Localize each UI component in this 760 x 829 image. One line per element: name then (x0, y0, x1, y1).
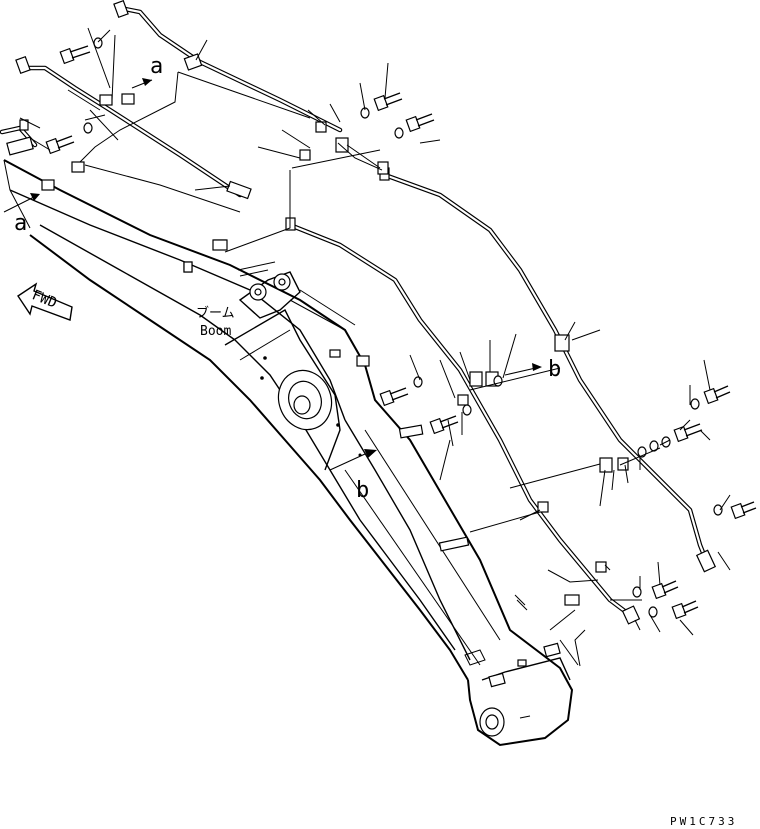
bolt-7 (703, 385, 731, 405)
bolt-4 (405, 113, 435, 133)
boom-label: ブーム Boom (196, 305, 235, 339)
fwd-label: FWD (30, 287, 59, 311)
bolt-2 (45, 135, 75, 155)
view-label-b-right: b (548, 357, 561, 382)
bolt-3 (373, 92, 403, 112)
boom-label-japanese: ブーム (196, 305, 235, 321)
bolt-1 (59, 45, 91, 65)
bolt-9 (730, 501, 757, 520)
view-arrows: a a b b (3, 54, 561, 503)
boom-label-english: Boom (200, 324, 231, 339)
bolt-6 (429, 415, 459, 435)
bolt-8 (673, 423, 703, 443)
bolt-10 (651, 580, 679, 600)
view-label-a-top: a (150, 54, 163, 79)
bolt-11 (671, 600, 699, 620)
drawing-code: PW1C733 (670, 815, 737, 828)
hose-fittings (15, 0, 717, 625)
bolts-and-washers (45, 37, 757, 620)
bolt-5 (379, 387, 409, 407)
boom-structure (3, 159, 574, 747)
view-label-a-left: a (14, 211, 27, 236)
boom-upper-bracket (237, 261, 356, 331)
fwd-direction-arrow: FWD (17, 282, 73, 321)
pipe-clamps (6, 53, 629, 606)
callout-leader-lines (19, 27, 731, 667)
view-label-b-center: b (356, 478, 369, 503)
